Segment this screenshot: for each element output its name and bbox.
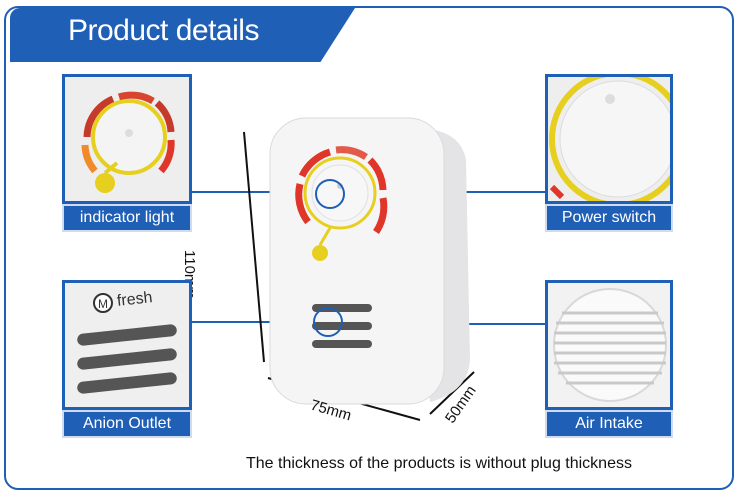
thickness-note: The thickness of the products is without… xyxy=(246,455,632,472)
power-switch-knob xyxy=(311,164,369,222)
brand-label: fresh xyxy=(116,289,154,310)
anion-slots xyxy=(312,304,372,348)
air-intake-caption: Air Intake xyxy=(545,410,673,438)
depth-dimension-line xyxy=(429,371,475,415)
anion-outlet-closeup-icon: M xyxy=(65,283,189,407)
svg-text:M: M xyxy=(98,297,108,311)
height-dimension-line xyxy=(243,131,265,363)
yellow-indicator-dot xyxy=(312,245,328,261)
power-switch-thumbnail xyxy=(545,74,673,204)
anion-outlet-thumbnail: M fresh xyxy=(62,280,192,410)
highlight-anion-outlet xyxy=(313,307,343,337)
indicator-light-caption: indicator light xyxy=(62,204,192,232)
air-intake-grille-icon xyxy=(548,283,670,407)
title-banner xyxy=(10,8,355,62)
connector-anion xyxy=(190,321,315,323)
power-switch-closeup-icon xyxy=(548,77,670,201)
anion-outlet-caption: Anion Outlet xyxy=(62,410,192,438)
indicator-closeup-icon xyxy=(65,77,189,201)
air-intake-thumbnail xyxy=(545,280,673,410)
indicator-light-thumbnail xyxy=(62,74,192,204)
power-switch-caption: Power switch xyxy=(545,204,673,232)
highlight-power-switch xyxy=(315,179,345,209)
indicator-ring xyxy=(295,146,388,234)
page-title: Product details xyxy=(68,14,259,47)
connector-air xyxy=(466,323,546,325)
